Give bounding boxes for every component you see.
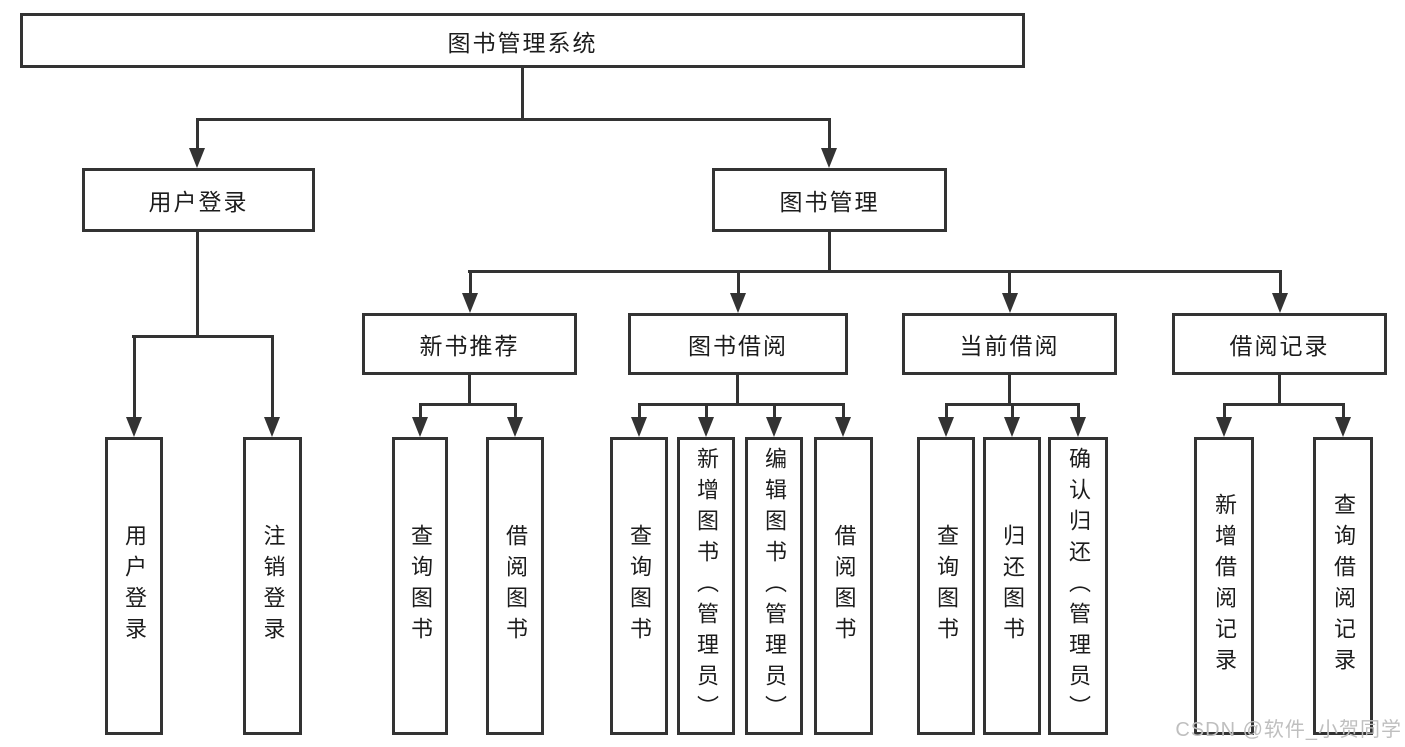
leaf-logout: 注销登录 xyxy=(243,437,302,735)
node-book-management: 图书管理 xyxy=(712,168,947,232)
connector-line xyxy=(1223,403,1226,419)
node-borrow-records: 借阅记录 xyxy=(1172,313,1387,375)
connector-line xyxy=(1279,270,1282,296)
arrowhead-icon xyxy=(126,417,142,437)
leaf-current-query: 查询图书 xyxy=(917,437,975,735)
arrowhead-icon xyxy=(1002,293,1018,313)
connector-line xyxy=(1223,403,1344,406)
node-book-borrow: 图书借阅 xyxy=(628,313,848,375)
connector-line xyxy=(196,118,199,151)
arrowhead-icon xyxy=(462,293,478,313)
arrowhead-icon xyxy=(1216,417,1232,437)
connector-line xyxy=(469,270,472,296)
arrowhead-icon xyxy=(938,417,954,437)
leaf-current-confirm-admin: 确认归还（管理员） xyxy=(1048,437,1108,735)
watermark: CSDN @软件_小贺同学 xyxy=(1175,719,1402,741)
leaf-borrow-add-admin: 新增图书（管理员） xyxy=(677,437,735,735)
arrowhead-icon xyxy=(698,417,714,437)
connector-line xyxy=(773,403,776,419)
leaf-newbook-borrow: 借阅图书 xyxy=(486,437,544,735)
arrowhead-icon xyxy=(821,148,837,168)
leaf-records-add: 新增借阅记录 xyxy=(1194,437,1254,735)
connector-line xyxy=(737,270,740,296)
arrowhead-icon xyxy=(507,417,523,437)
connector-line xyxy=(638,403,641,419)
connector-line xyxy=(828,118,831,151)
connector-line xyxy=(271,335,274,419)
node-new-book-recommend: 新书推荐 xyxy=(362,313,577,375)
connector-line xyxy=(132,335,274,338)
node-user-login: 用户登录 xyxy=(82,168,315,232)
connector-line xyxy=(638,403,844,406)
arrowhead-icon xyxy=(1335,417,1351,437)
arrowhead-icon xyxy=(412,417,428,437)
connector-line xyxy=(419,403,422,419)
arrowhead-icon xyxy=(264,417,280,437)
connector-line xyxy=(1011,403,1014,419)
connector-line xyxy=(705,403,708,419)
leaf-newbook-query: 查询图书 xyxy=(392,437,448,735)
arrowhead-icon xyxy=(1070,417,1086,437)
connector-line xyxy=(521,68,524,120)
connector-line xyxy=(1077,403,1080,419)
connector-line xyxy=(1008,375,1011,406)
connector-line xyxy=(133,335,136,419)
connector-line xyxy=(736,375,739,406)
arrowhead-icon xyxy=(766,417,782,437)
arrowhead-icon xyxy=(730,293,746,313)
leaf-borrow-borrow: 借阅图书 xyxy=(814,437,873,735)
leaf-current-return: 归还图书 xyxy=(983,437,1041,735)
connector-line xyxy=(468,270,1282,273)
connector-line xyxy=(828,232,831,273)
leaf-user-login: 用户登录 xyxy=(105,437,163,735)
connector-line xyxy=(1342,403,1345,419)
arrowhead-icon xyxy=(1004,417,1020,437)
node-current-borrow: 当前借阅 xyxy=(902,313,1117,375)
connector-line xyxy=(419,403,516,406)
connector-line xyxy=(196,232,199,337)
arrowhead-icon xyxy=(835,417,851,437)
connector-line xyxy=(1278,375,1281,406)
connector-line xyxy=(468,375,471,406)
leaf-borrow-edit-admin: 编辑图书（管理员） xyxy=(745,437,803,735)
connector-line xyxy=(842,403,845,419)
node-root: 图书管理系统 xyxy=(20,13,1025,68)
arrowhead-icon xyxy=(189,148,205,168)
connector-line xyxy=(514,403,517,419)
leaf-borrow-query: 查询图书 xyxy=(610,437,668,735)
arrowhead-icon xyxy=(631,417,647,437)
leaf-records-query: 查询借阅记录 xyxy=(1313,437,1373,735)
connector-line xyxy=(945,403,948,419)
arrowhead-icon xyxy=(1272,293,1288,313)
connector-line xyxy=(1008,270,1011,296)
connector-line xyxy=(196,118,831,121)
